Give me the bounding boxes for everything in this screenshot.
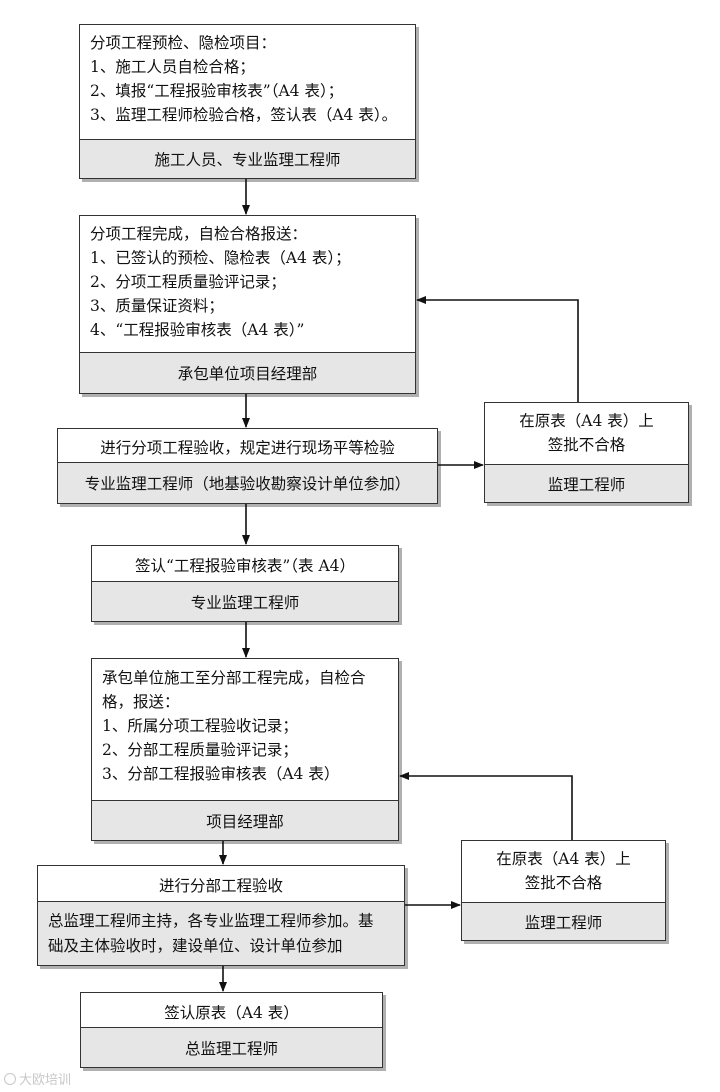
step5-line: 承包单位施工至分部工程完成，自检合 <box>102 669 366 687</box>
step6-footer: 总监理工程师主持，各专业监理工程师参加。基 础及主体验收时，建设单位、设计单位参… <box>38 901 404 965</box>
step5-body: 承包单位施工至分部工程完成，自检合 格，报送： 1、所属分项工程验收记录； 2、… <box>92 659 398 786</box>
step5-footer: 项目经理部 <box>92 800 398 840</box>
step6-header: 进行分部工程验收 <box>38 866 404 905</box>
step1-line: 1、施工人员自检合格； <box>90 58 255 76</box>
step1-body: 分项工程预检、隐检项目： 1、施工人员自检合格； 2、填报“工程报验审核表”（A… <box>80 25 415 127</box>
step5-box: 承包单位施工至分部工程完成，自检合 格，报送： 1、所属分项工程验收记录； 2、… <box>91 658 399 841</box>
step1-footer: 施工人员、专业监理工程师 <box>80 139 415 178</box>
step2-line: 1、已签认的预检、隐检表（A4 表）； <box>90 249 351 267</box>
step5-line: 3、分部工程报验审核表（A4 表） <box>102 765 340 783</box>
step7-header: 签认原表（A4 表） <box>164 1003 299 1022</box>
step2-line: 3、质量保证资料； <box>90 297 224 315</box>
step2-body: 分项工程完成，自检合格报送： 1、已签认的预检、隐检表（A4 表）； 2、分项工… <box>80 216 415 342</box>
step3-header: 进行分项工程验收，规定进行现场平等检验 <box>100 439 395 457</box>
step6-line: 础及主体验收时，建设单位、设计单位参加 <box>48 936 343 955</box>
reject1-box: 在原表（A4 表）上 签批不合格 监理工程师 <box>484 402 689 503</box>
step7-footer: 总监理工程师 <box>81 1027 382 1067</box>
step2-footer: 承包单位项目经理部 <box>80 352 415 393</box>
reject2-footer: 监理工程师 <box>462 902 665 940</box>
step3-footer: 专业监理工程师（地基验收勘察设计单位参加） <box>58 462 437 503</box>
step1-line: 3、监理工程师检验合格，签认表（A4 表）。 <box>90 106 398 124</box>
arrow-reject2-step5 <box>399 772 573 840</box>
step5-line: 2、分部工程质量验评记录； <box>102 741 298 759</box>
step1-line: 分项工程预检、隐检项目： <box>90 34 277 52</box>
watermark-text: 大欧培训 <box>19 1073 72 1088</box>
reject1-line: 签批不合格 <box>547 436 626 454</box>
step4-footer: 专业监理工程师 <box>92 581 398 621</box>
step4-header: 签认“工程报验审核表”（表 A4） <box>134 557 356 575</box>
step2-line: 分项工程完成，自检合格报送： <box>90 225 308 243</box>
reject1-footer: 监理工程师 <box>485 464 688 502</box>
step3-box: 进行分项工程验收，规定进行现场平等检验 专业监理工程师（地基验收勘察设计单位参加… <box>57 428 438 504</box>
reject1-line: 在原表（A4 表）上 <box>519 412 654 430</box>
reject2-line: 在原表（A4 表）上 <box>496 850 631 868</box>
step5-line: 格，报送： <box>102 693 180 711</box>
step1-line: 2、填报“工程报验审核表”（A4 表）； <box>90 82 344 100</box>
reject2-box: 在原表（A4 表）上 签批不合格 监理工程师 <box>461 840 666 941</box>
watermark: 大欧培训 <box>4 1069 71 1088</box>
step7-box: 签认原表（A4 表） 总监理工程师 <box>80 992 383 1068</box>
step4-box: 签认“工程报验审核表”（表 A4） 专业监理工程师 <box>91 545 399 622</box>
reject2-line: 签批不合格 <box>524 874 603 892</box>
arrow-reject1-step2 <box>416 296 579 402</box>
reject2-body: 在原表（A4 表）上 签批不合格 <box>462 841 665 895</box>
step2-box: 分项工程完成，自检合格报送： 1、已签认的预检、隐检表（A4 表）； 2、分项工… <box>79 215 416 394</box>
step1-box: 分项工程预检、隐检项目： 1、施工人员自检合格； 2、填报“工程报验审核表”（A… <box>79 24 416 179</box>
watermark-icon <box>4 1072 16 1085</box>
reject1-body: 在原表（A4 表）上 签批不合格 <box>485 403 688 457</box>
step6-line: 总监理工程师主持，各专业监理工程师参加。基 <box>48 911 374 930</box>
step2-line: 2、分项工程质量验评记录； <box>90 273 286 291</box>
step5-line: 1、所属分项工程验收记录； <box>102 717 298 735</box>
step2-line: 4、“工程报验审核表（A4 表）” <box>90 321 305 339</box>
step6-box: 进行分部工程验收 总监理工程师主持，各专业监理工程师参加。基 础及主体验收时，建… <box>37 865 405 966</box>
